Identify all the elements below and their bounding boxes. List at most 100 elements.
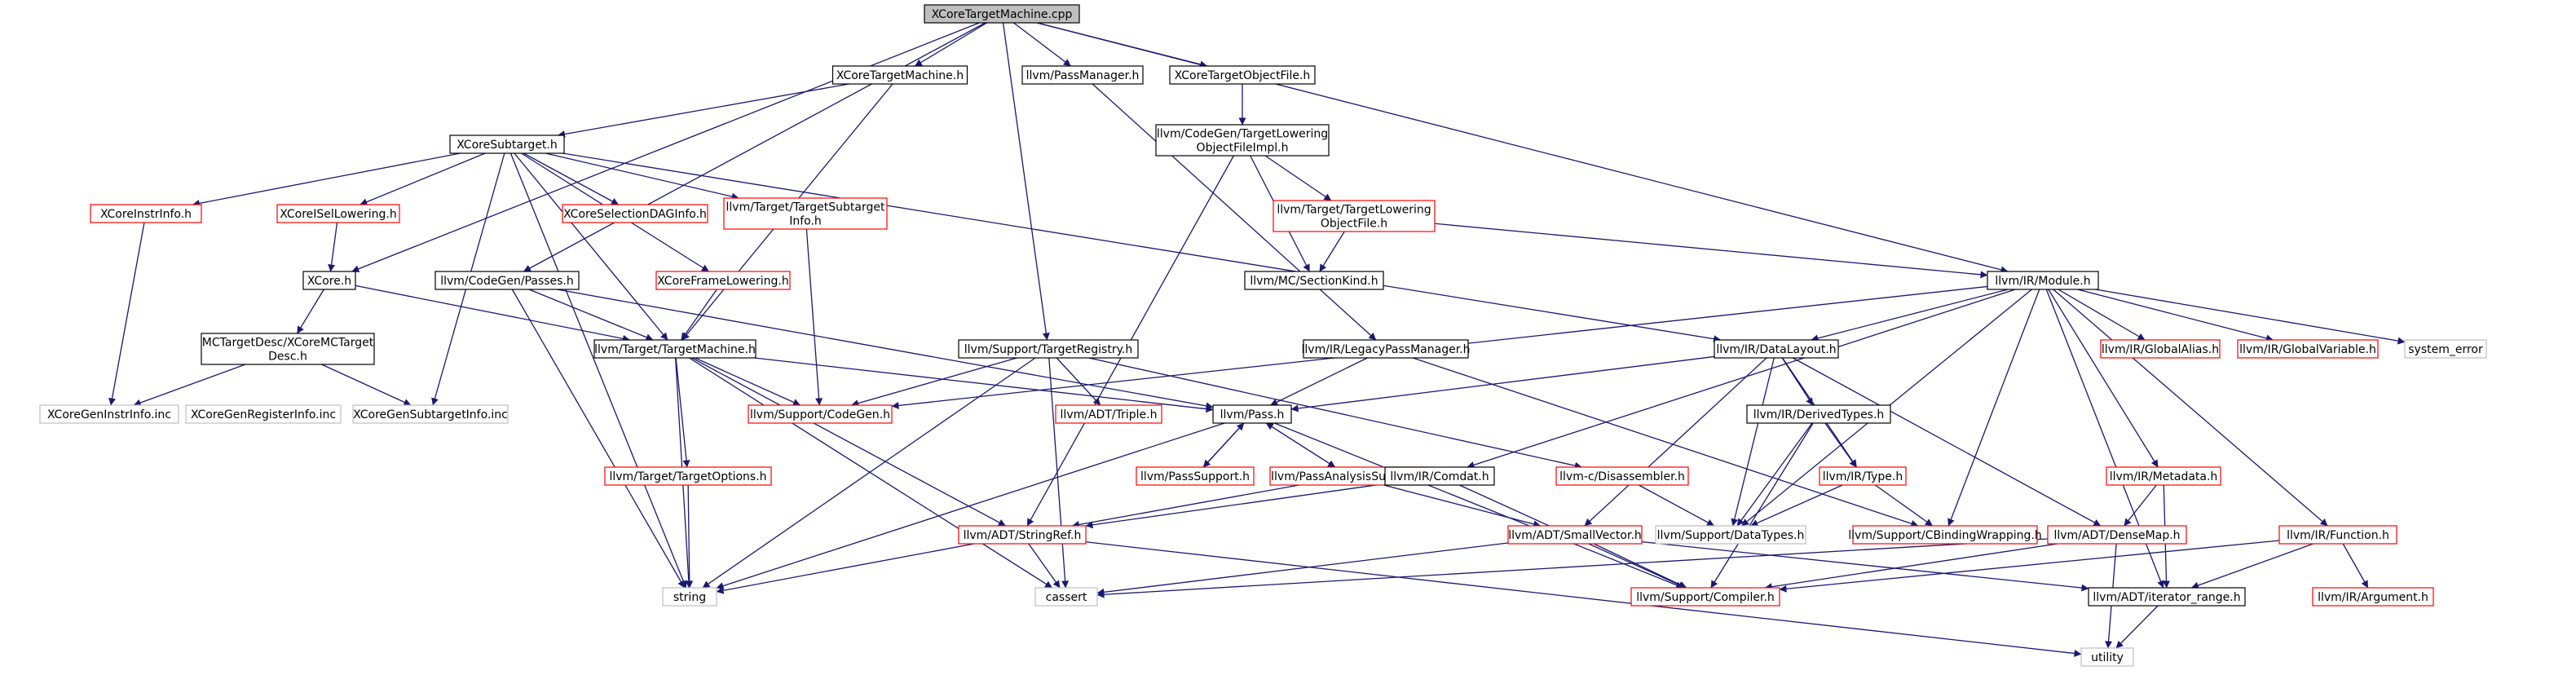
node-tlofimpl[interactable]: llvm/CodeGen/TargetLoweringObjectFileImp…	[1155, 124, 1330, 157]
edge-densemap-to-compiler	[1764, 543, 2058, 591]
edge-metadata-to-densemap	[2124, 484, 2157, 527]
node-label: llvm/IR/Function.h	[2287, 529, 2389, 542]
edge-smallvector-to-cassert	[1096, 542, 1509, 596]
edge-passmanager-to-legacypm	[1092, 83, 1377, 341]
node-cgpasses[interactable]: llvm/CodeGen/Passes.h	[434, 271, 580, 290]
edge-root-to-cgpasses	[523, 22, 986, 272]
node-densemap[interactable]: llvm/ADT/DenseMap.h	[2047, 525, 2187, 545]
node-targetoptions[interactable]: llvm/Target/TargetOptions.h	[604, 466, 772, 486]
node-iterrange[interactable]: llvm/ADT/iterator_range.h	[2088, 587, 2246, 607]
node-disassembler[interactable]: llvm-c/Disassembler.h	[1555, 466, 1689, 486]
node-pass[interactable]: llvm/Pass.h	[1212, 404, 1292, 424]
node-targetmachine[interactable]: llvm/Target/TargetMachine.h	[593, 339, 756, 359]
edge-xcore_h-to-targetmachine	[355, 285, 630, 342]
node-globalalias[interactable]: llvm/IR/GlobalAlias.h	[2100, 339, 2221, 359]
node-label: llvm/PassSupport.h	[1140, 470, 1250, 483]
node-label: llvm/Target/TargetSubtarget	[726, 201, 885, 214]
node-module[interactable]: llvm/IR/Module.h	[1987, 271, 2099, 290]
node-box	[1655, 525, 1806, 545]
node-function[interactable]: llvm/IR/Function.h	[2278, 525, 2397, 545]
node-triple[interactable]: llvm/ADT/Triple.h	[1055, 404, 1162, 424]
edge-targetmachine-to-targetoptions	[675, 357, 690, 468]
node-xcore_h[interactable]: XCore.h	[302, 271, 356, 290]
node-derivedtypes[interactable]: llvm/IR/DerivedTypes.h	[1746, 404, 1891, 424]
edge-stringref-to-utility	[1085, 541, 2082, 657]
node-xctof_h[interactable]: XCoreTargetObjectFile.h	[1169, 65, 1316, 85]
node-label: llvm-c/Disassembler.h	[1559, 470, 1685, 483]
edge-subtarget-to-targetmachine	[514, 152, 668, 341]
node-label: llvm/IR/GlobalVariable.h	[2239, 343, 2376, 356]
node-box	[1021, 65, 1144, 85]
node-seldag[interactable]: XCoreSelectionDAGInfo.h	[562, 204, 708, 223]
node-box	[1852, 525, 2038, 545]
node-datalayout[interactable]: llvm/IR/DataLayout.h	[1714, 339, 1839, 359]
edge-cgpasses-to-pass	[557, 289, 1214, 410]
node-passmanager[interactable]: llvm/PassManager.h	[1021, 65, 1144, 85]
node-box	[276, 204, 400, 223]
edge-xctm_h-to-subtarget	[557, 83, 849, 138]
node-box	[2047, 525, 2187, 545]
edge-cgpasses-to-targetmachine	[528, 289, 654, 341]
node-targetregistry[interactable]: llvm/Support/TargetRegistry.h	[958, 339, 1139, 359]
node-stringref[interactable]: llvm/ADT/StringRef.h	[958, 525, 1087, 545]
node-box	[1746, 404, 1891, 424]
edge-module-to-comdat	[1467, 289, 2016, 469]
node-box	[449, 135, 565, 154]
node-cbinding[interactable]: llvm/Support/CBindingWrapping.h	[1848, 525, 2042, 545]
node-framelow[interactable]: XCoreFrameLowering.h	[655, 271, 791, 290]
node-label: llvm/CodeGen/TargetLowering	[1157, 128, 1328, 141]
edge-type-to-datatypes	[1750, 484, 1843, 527]
node-label: llvm/IR/DataLayout.h	[1716, 343, 1836, 356]
node-box	[1169, 65, 1316, 85]
edge-targetregistry-to-supcodegen	[851, 357, 1017, 407]
node-supcodegen[interactable]: llvm/Support/CodeGen.h	[748, 404, 893, 424]
node-isel[interactable]: XCoreISelLowering.h	[276, 204, 400, 223]
edge-derivedtypes-to-compiler	[1710, 422, 1814, 589]
node-comdat[interactable]: llvm/IR/Comdat.h	[1384, 466, 1495, 486]
edge-module-to-metadata	[2048, 289, 2159, 468]
node-box	[2088, 587, 2246, 607]
edge-tlof-to-sectionkind	[1319, 231, 1345, 272]
node-argument[interactable]: llvm/IR/Argument.h	[2312, 587, 2434, 607]
node-sectionkind[interactable]: llvm/MC/SectionKind.h	[1244, 271, 1384, 290]
edge-pass-to-string	[716, 422, 1225, 589]
edge-subtarget-to-instrinfo	[192, 152, 461, 207]
node-passsupport[interactable]: llvm/PassSupport.h	[1136, 466, 1255, 486]
edge-legacypm-to-pass	[1270, 357, 1368, 406]
node-subtarget[interactable]: XCoreSubtarget.h	[449, 135, 565, 154]
node-label: XCoreTargetMachine.cpp	[932, 8, 1073, 21]
node-globalvar[interactable]: llvm/IR/GlobalVariable.h	[2237, 339, 2379, 359]
node-instrinfo[interactable]: XCoreInstrInfo.h	[90, 204, 202, 223]
node-utility: utility	[2080, 647, 2134, 667]
node-string: string	[662, 587, 717, 607]
node-smallvector[interactable]: llvm/ADT/SmallVector.h	[1507, 525, 1643, 545]
edge-stringref-to-cassert	[1028, 543, 1061, 589]
node-metadata[interactable]: llvm/IR/Metadata.h	[2106, 466, 2221, 486]
edge-targetregistry-to-triple	[1056, 357, 1101, 406]
node-type[interactable]: llvm/IR/Type.h	[1819, 466, 1907, 486]
node-label: utility	[2091, 651, 2124, 664]
node-box	[1303, 339, 1469, 359]
node-box	[2106, 466, 2221, 486]
node-xctm_h[interactable]: XCoreTargetMachine.h	[831, 65, 968, 85]
edge-tlof-to-module	[1434, 223, 1988, 279]
node-label: llvm/Support/CBindingWrapping.h	[1848, 529, 2041, 542]
node-box	[2080, 647, 2134, 667]
node-label: llvm/MC/SectionKind.h	[1250, 275, 1378, 288]
node-genreg: XCoreGenRegisterInfo.inc	[185, 404, 342, 424]
node-box	[2404, 339, 2487, 359]
node-box	[2278, 525, 2397, 545]
edge-datalayout-to-smallvector	[1584, 357, 1767, 527]
node-label: llvm/Pass.h	[1220, 408, 1285, 421]
edge-disassembler-to-datatypes	[1639, 484, 1715, 527]
nodes-layer: XCoreTargetMachine.cppXCoreTargetMachine…	[39, 4, 2487, 667]
edge-tlofimpl-to-tlof	[1264, 155, 1332, 201]
edge-root-to-passmanager	[1013, 22, 1071, 67]
node-box	[958, 525, 1087, 545]
node-legacypm[interactable]: llvm/IR/LegacyPassManager.h	[1302, 339, 1471, 359]
node-compiler[interactable]: llvm/Support/Compiler.h	[1630, 587, 1780, 607]
